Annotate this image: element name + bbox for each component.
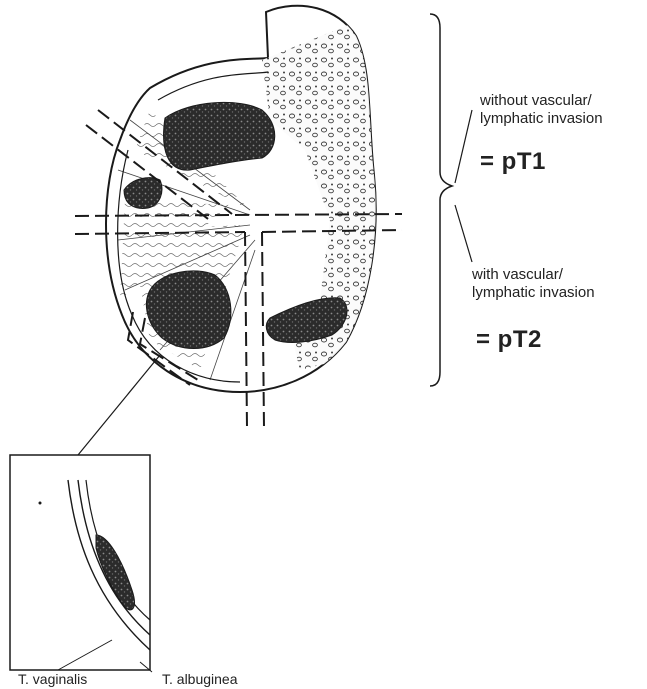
label-with-invasion-2: lymphatic invasion	[472, 284, 595, 301]
label-with-invasion-1: with vascular/	[472, 266, 563, 283]
label-pt1: = pT1	[480, 148, 546, 176]
label-without-invasion-1: without vascular/	[480, 92, 592, 109]
pointer-line-pt2	[455, 205, 472, 262]
label-pt2: = pT2	[476, 326, 542, 354]
pointer-line-pt1	[455, 110, 472, 183]
brace	[430, 14, 452, 386]
label-without-invasion-2: lymphatic invasion	[480, 110, 603, 127]
label-t-vaginalis: T. vaginalis	[18, 671, 87, 687]
label-t-albuginea: T. albuginea	[162, 671, 238, 687]
inset-frame	[10, 455, 150, 670]
inset-connector-line	[78, 355, 160, 455]
inset-detail	[10, 455, 152, 672]
